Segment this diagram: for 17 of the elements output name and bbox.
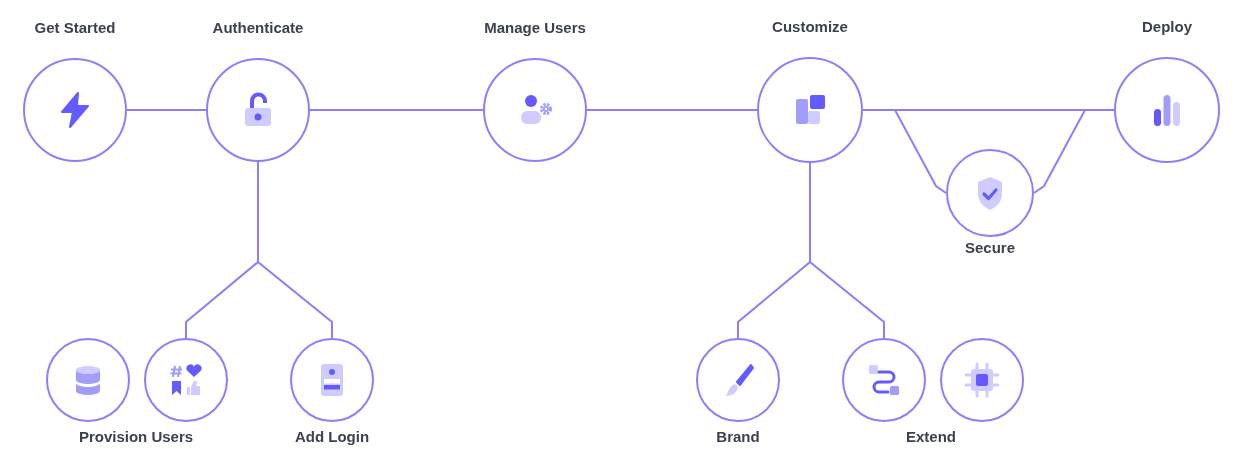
group-title: Extend <box>906 427 956 447</box>
connector-line <box>126 109 207 111</box>
step-title: Brand <box>716 427 760 447</box>
connector-line <box>1033 109 1115 194</box>
step-title: Authenticate <box>212 18 304 38</box>
connector-line <box>309 109 484 111</box>
step-title: Secure <box>964 238 1015 258</box>
connector-line <box>257 161 333 339</box>
connector-line <box>586 109 758 111</box>
step-title: Add Login <box>294 427 370 447</box>
step-title: Get Started <box>34 18 116 38</box>
step-title: Manage Users <box>484 18 586 38</box>
step-title: Customize <box>772 17 848 37</box>
connector-line <box>809 162 885 339</box>
step-title: Deploy <box>1142 17 1192 37</box>
group-title: Provision Users <box>78 427 194 447</box>
connector-line <box>862 109 947 194</box>
